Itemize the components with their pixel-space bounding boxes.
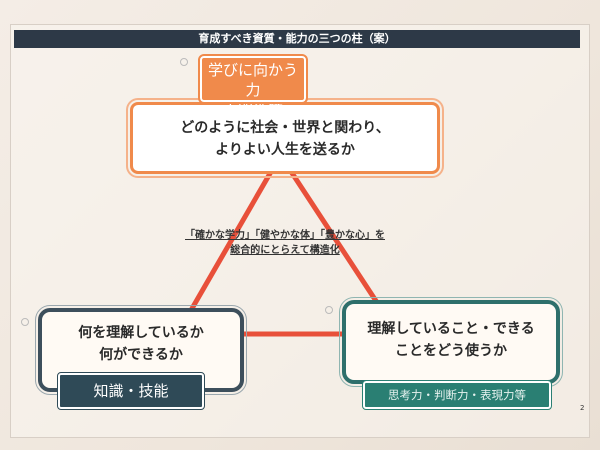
top-main-line-2: よりよい人生を送るか (215, 142, 355, 158)
connector-top-left (187, 168, 275, 314)
page-number: 2 (580, 404, 585, 412)
center-note-line-2: 総合的にとらえて構造化 (230, 245, 340, 256)
center-note-line-1: 「確かな学力」「健やかな体」「豊かな心」を (185, 230, 385, 241)
top-pillar-tag: 学びに向かう力 人間性等 (198, 54, 308, 119)
right-main-line-1: 理解していること・できる (367, 321, 535, 337)
circle-marker-icon (325, 306, 333, 314)
top-main-line-1: どのように社会・世界と関わり、 (180, 120, 390, 136)
right-pillar-box: 理解していること・できる ことをどう使うか (339, 297, 563, 387)
circle-marker-icon (180, 58, 188, 66)
slide-title: 育成すべき資質・能力の三つの柱（案） (14, 30, 580, 48)
circle-marker-icon (21, 318, 29, 326)
top-tag-line-1: 学びに向かう力 (207, 61, 298, 99)
center-note: 「確かな学力」「健やかな体」「豊かな心」を 総合的にとらえて構造化 (170, 228, 400, 258)
left-main-line-1: 何を理解しているか (78, 325, 204, 341)
top-tag-line-2: 人間性等 (222, 101, 283, 119)
right-pillar-tag: 思考力・判断力・表現力等 (362, 380, 552, 410)
left-main-line-2: 何ができるか (99, 347, 183, 363)
right-main-line-2: ことをどう使うか (395, 343, 507, 359)
connector-top-right (287, 168, 381, 306)
left-pillar-tag: 知識・技能 (57, 372, 205, 410)
top-pillar-box: どのように社会・世界と関わり、 よりよい人生を送るか (126, 98, 444, 178)
